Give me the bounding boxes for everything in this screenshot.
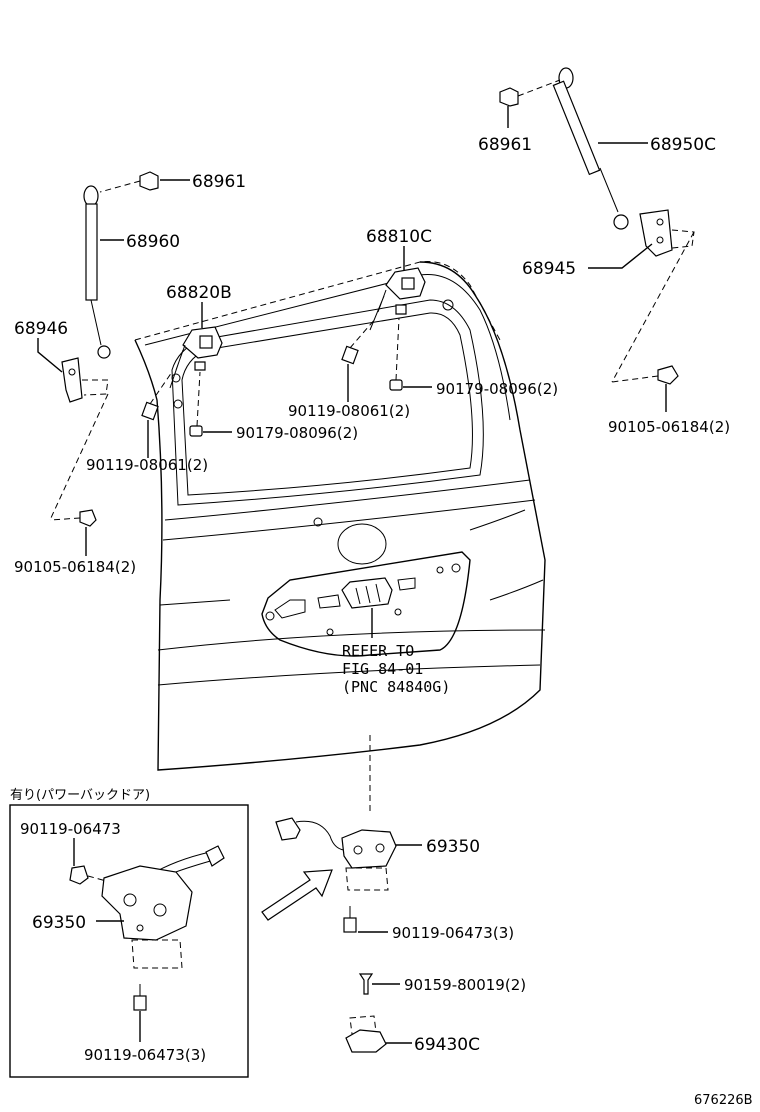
label-68961-right: 68961 bbox=[478, 135, 532, 155]
arrow-icon bbox=[261, 869, 333, 921]
label-68946: 68946 bbox=[14, 319, 68, 339]
bolt-90119-08061-left bbox=[141, 371, 173, 458]
nut-90179-08096-right bbox=[389, 317, 432, 391]
label-69350: 69350 bbox=[426, 837, 480, 857]
hinge-68820b bbox=[169, 302, 223, 389]
hinge-68810c bbox=[369, 246, 426, 331]
label-90119-lock: 90119-06473(3) bbox=[392, 924, 514, 942]
inset-title: 有り(パワーバックドア) bbox=[10, 788, 150, 803]
label-68820b: 68820B bbox=[166, 283, 232, 303]
nut-90179-08096-left bbox=[189, 371, 232, 437]
bolt-90105-06184-left bbox=[49, 509, 97, 556]
bolt-90119-08061-right bbox=[341, 317, 377, 402]
refer-line-3: (PNC 84840G) bbox=[342, 678, 450, 696]
label-90179-left: 90179-08096(2) bbox=[236, 424, 358, 442]
label-68810c: 68810C bbox=[366, 227, 432, 247]
striker-69430c bbox=[345, 1015, 412, 1053]
refer-line-2: FIG 84-01 bbox=[342, 660, 423, 678]
part-labels: 68961 68950C 68961 68960 68810C 68945 68… bbox=[10, 135, 753, 1108]
bracket-68946 bbox=[37, 338, 109, 521]
label-90179-right: 90179-08096(2) bbox=[436, 380, 558, 398]
back-door-panel bbox=[134, 260, 546, 771]
label-inset-69350: 69350 bbox=[32, 913, 86, 933]
lock-69350 bbox=[275, 817, 422, 891]
stay-68950c bbox=[552, 67, 648, 230]
label-90105-right: 90105-06184(2) bbox=[608, 418, 730, 436]
figure-id: 676226B bbox=[694, 1093, 753, 1108]
label-90159: 90159-80019(2) bbox=[404, 976, 526, 994]
label-inset-90119-bottom: 90119-06473(3) bbox=[84, 1046, 206, 1064]
refer-line-1: REFER TO bbox=[342, 642, 414, 660]
screw-90159-80019 bbox=[358, 973, 400, 995]
bolt-90119-06473-lock bbox=[343, 906, 388, 933]
label-90105-left: 90105-06184(2) bbox=[14, 558, 136, 576]
label-68950c: 68950C bbox=[650, 135, 716, 155]
label-68960: 68960 bbox=[126, 232, 180, 252]
label-69430c: 69430C bbox=[414, 1035, 480, 1055]
ball-stud-68961-right bbox=[499, 79, 561, 128]
ball-stud-68961-left bbox=[99, 171, 190, 193]
bolt-90105-06184-right bbox=[611, 365, 679, 412]
label-inset-90119-top: 90119-06473 bbox=[20, 820, 121, 838]
power-back-door-inset bbox=[9, 804, 249, 1078]
label-68961-left: 68961 bbox=[192, 172, 246, 192]
bracket-68945 bbox=[588, 209, 695, 383]
label-90119-right: 90119-08061(2) bbox=[288, 402, 410, 420]
label-68945: 68945 bbox=[522, 259, 576, 279]
label-90119-left: 90119-08061(2) bbox=[86, 456, 208, 474]
stay-68960 bbox=[83, 185, 124, 359]
